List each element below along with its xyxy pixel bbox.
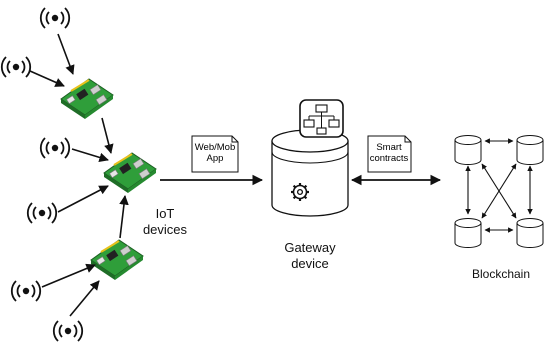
ledger-node-icon xyxy=(516,135,544,165)
gateway-database-icon xyxy=(271,129,349,217)
iot-devices-label: IoT devices xyxy=(140,206,190,239)
web-app-label-line1: Web/Mob xyxy=(194,142,236,153)
gateway-label-line2: device xyxy=(291,256,329,272)
gateway-device-label: Gateway device xyxy=(270,240,350,273)
web-app-note xyxy=(191,135,239,173)
ledger-node-icon xyxy=(454,135,482,165)
smart-contracts-label-line2: contracts xyxy=(369,152,409,164)
wireless-signal-icon xyxy=(26,202,58,224)
wireless-signal-icon xyxy=(52,320,84,342)
ledger-node-icon xyxy=(454,218,482,248)
gateway-label-line1: Gateway xyxy=(284,240,336,255)
web-app-label-line2: App xyxy=(206,152,224,164)
raspberry-pi-board-icon xyxy=(103,152,157,194)
iot-devices-label-line1: IoT xyxy=(155,206,175,221)
wireless-signal-icon xyxy=(0,56,32,78)
hierarchy-network-icon xyxy=(299,99,344,138)
iot-devices-label-line2: devices xyxy=(142,222,188,238)
wireless-signal-icon xyxy=(39,137,71,159)
sensor-to-board-arrows xyxy=(29,33,129,317)
gear-icon xyxy=(291,183,309,201)
web-app-note-text: Web/Mob App xyxy=(192,142,238,165)
smart-contracts-note xyxy=(367,135,412,173)
raspberry-pi-board-icon xyxy=(60,78,114,120)
wireless-signal-icon xyxy=(39,7,71,29)
blockchain-network xyxy=(454,135,544,248)
smart-contracts-label-line1: Smart xyxy=(376,142,402,153)
ledger-node-icon xyxy=(516,218,544,248)
wireless-signal-icon xyxy=(10,280,42,302)
raspberry-pi-board-icon xyxy=(90,239,144,281)
blockchain-label: Blockchain xyxy=(471,267,531,281)
smart-contracts-note-text: Smart contracts xyxy=(366,142,412,165)
